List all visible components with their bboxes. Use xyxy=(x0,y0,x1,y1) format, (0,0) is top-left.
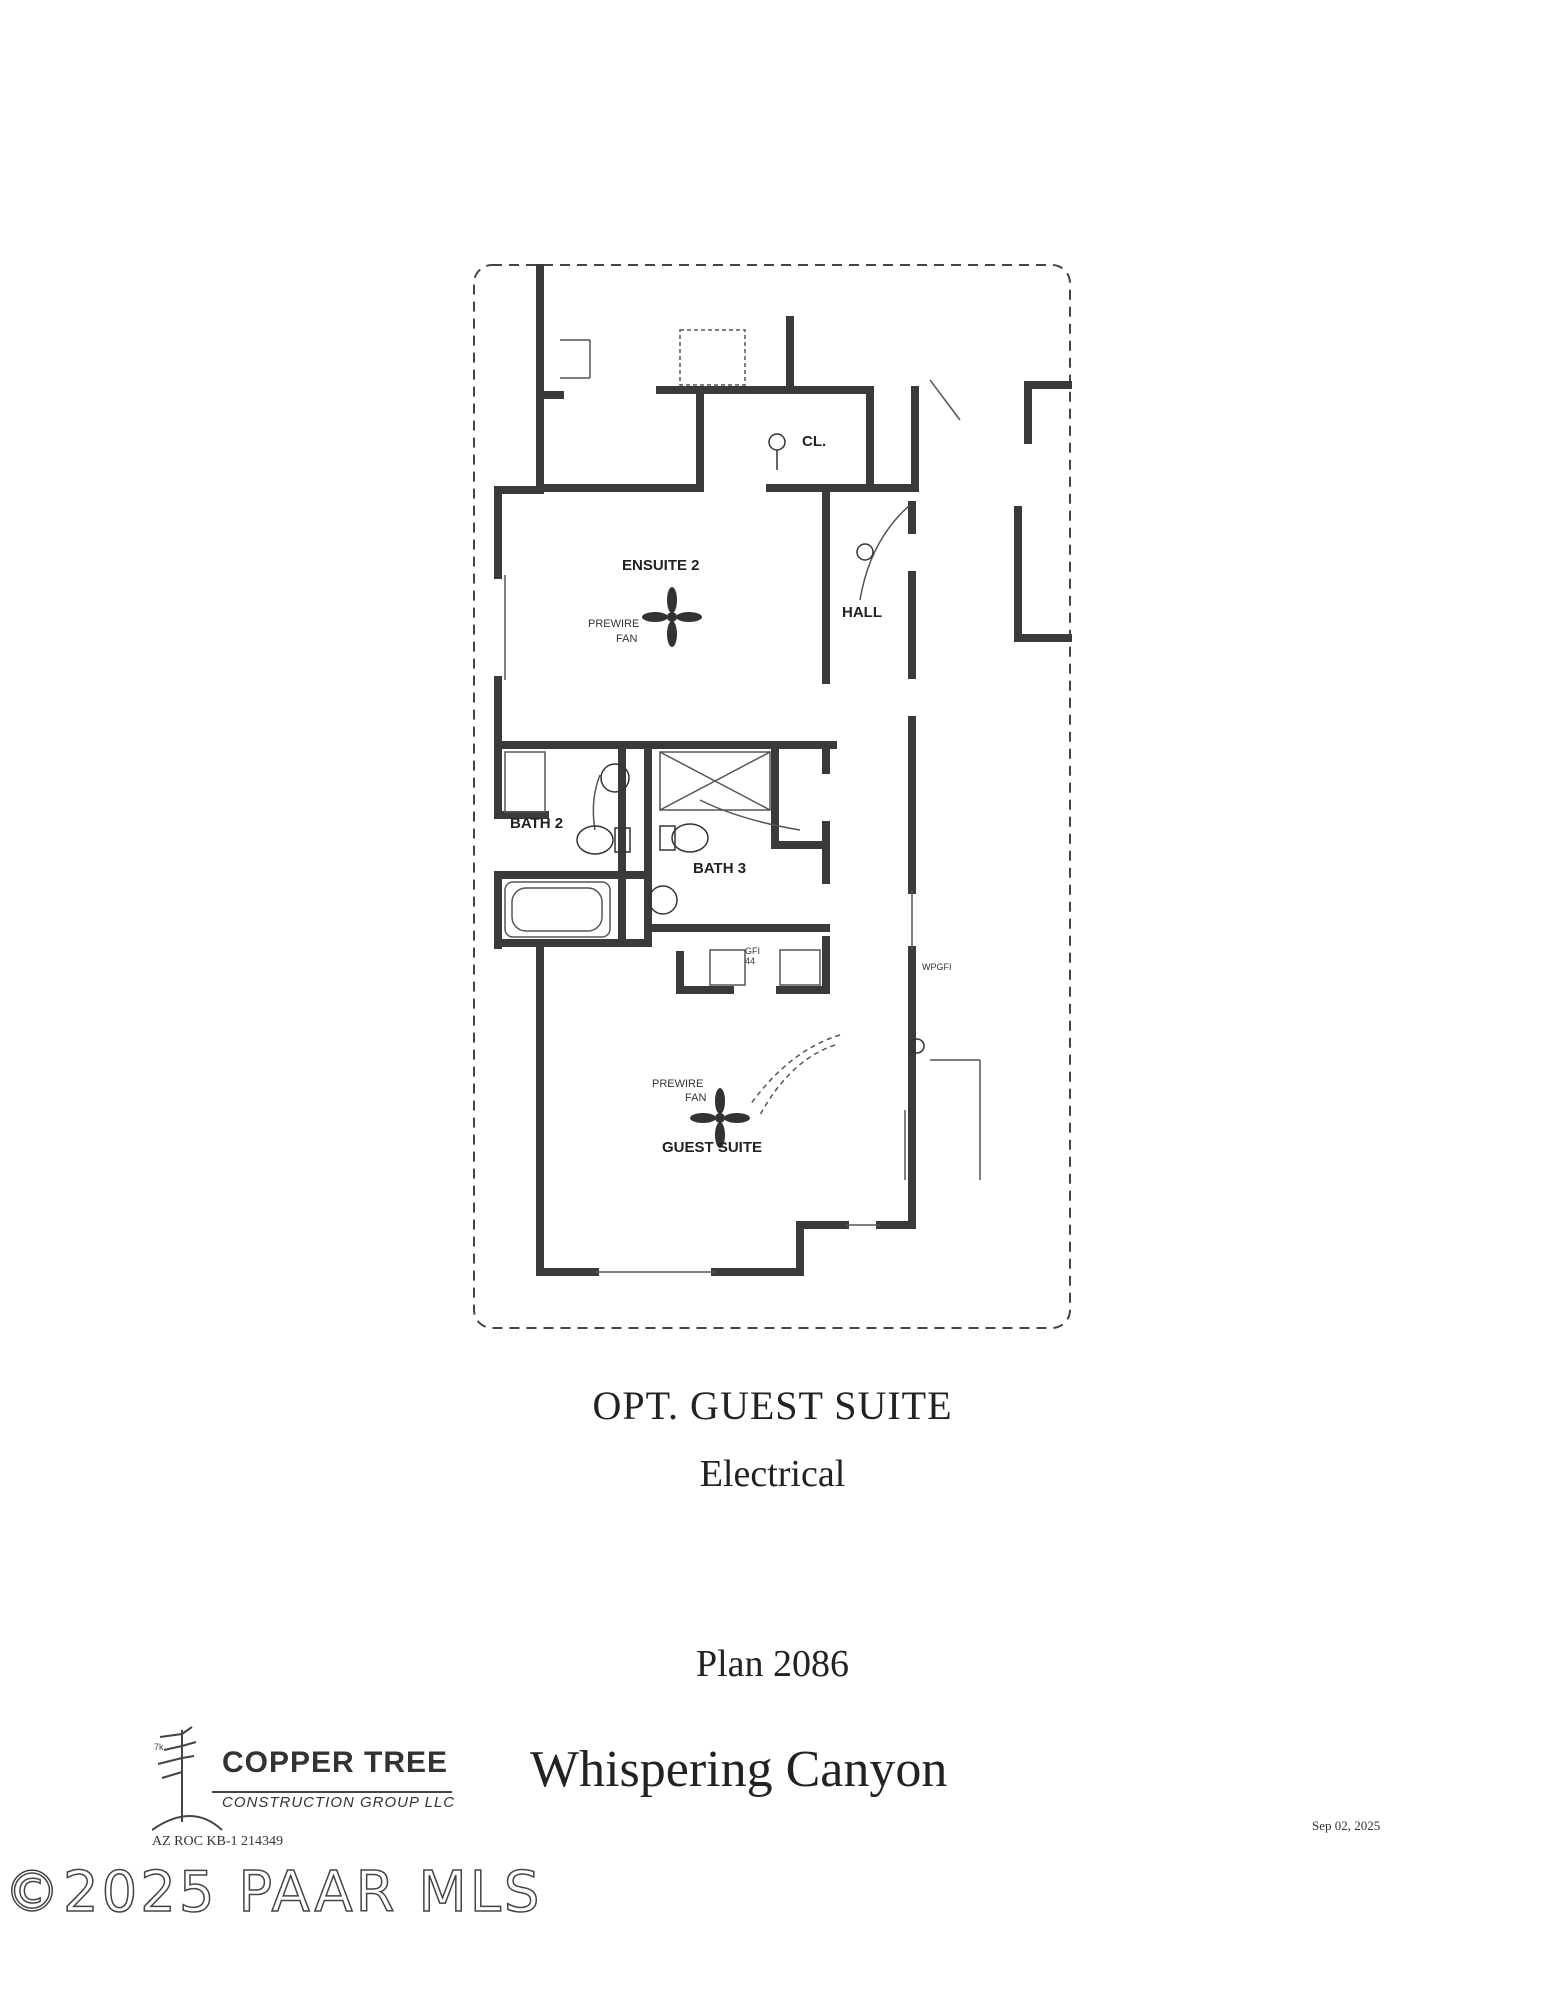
copper-tree-logo: 7k xyxy=(152,1726,452,1831)
ensuite-fan-note-line2: FAN xyxy=(616,633,637,645)
guest-fan-note-line2: FAN xyxy=(685,1092,706,1104)
license-number: AZ ROC KB-1 214349 xyxy=(152,1834,284,1849)
outlet-note: WPGFI xyxy=(922,962,952,972)
guest-fan-note-line1: PREWIRE xyxy=(652,1078,703,1090)
guest-suite-label: GUEST SUITE xyxy=(662,1139,762,1156)
closet-label: CL. xyxy=(802,433,826,450)
floor-plan: CL. ENSUITE 2 HALL BATH 2 BATH 3 GUEST S… xyxy=(473,264,1072,1329)
svg-text:7k: 7k xyxy=(154,1742,164,1752)
drawing-title: OPT. GUEST SUITE xyxy=(592,1383,953,1428)
ensuite-fan-note-line1: PREWIRE xyxy=(588,618,639,630)
bath3-label: BATH 3 xyxy=(693,860,746,877)
lot-outline xyxy=(473,264,1071,1329)
ensuite-label: ENSUITE 2 xyxy=(622,557,700,574)
mls-watermark: ©2025 PAAR MLS xyxy=(3,1859,543,1926)
community-name: Whispering Canyon xyxy=(530,1741,948,1798)
ensuite-ceiling-fan-icon xyxy=(642,587,702,647)
drawing-subtitle: Electrical xyxy=(699,1453,846,1495)
document-date: Sep 02, 2025 xyxy=(1312,1818,1381,1833)
fixtures xyxy=(576,433,925,1054)
company-name: COPPER TREE xyxy=(222,1746,449,1779)
gfi-note-line2: 44 xyxy=(745,956,755,966)
thin-lines xyxy=(504,329,981,1273)
walls xyxy=(494,264,1072,1276)
gfi-note-line1: GFI xyxy=(745,946,760,956)
hall-label: HALL xyxy=(842,604,882,621)
guest-ceiling-fan-icon xyxy=(690,1088,750,1148)
company-subname: CONSTRUCTION GROUP LLC xyxy=(222,1794,456,1811)
bath2-label: BATH 2 xyxy=(510,815,563,832)
plan-number: Plan 2086 xyxy=(695,1643,850,1685)
